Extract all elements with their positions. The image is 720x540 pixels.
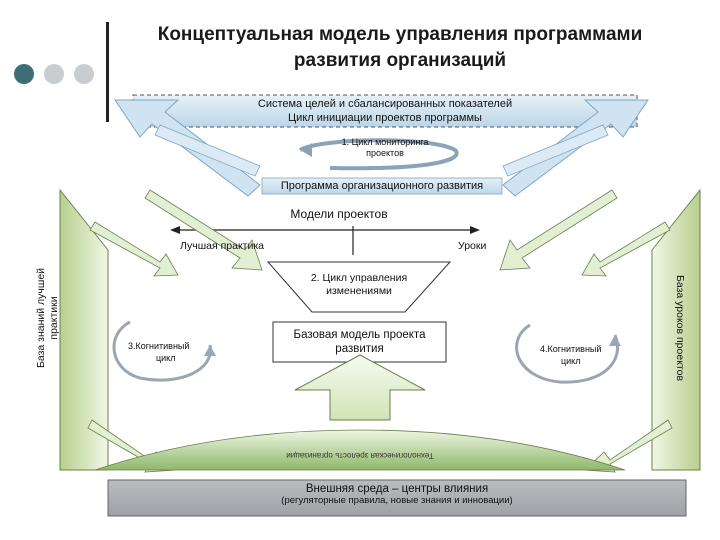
blue-arrow-left-2 xyxy=(154,124,261,177)
program-label: Программа организационного развития xyxy=(280,180,484,192)
monitoring-cycle-arrow xyxy=(298,138,459,171)
green-arrow-mid-left xyxy=(89,221,179,277)
goals-band xyxy=(132,94,638,128)
green-arrow-mid-right xyxy=(581,221,671,277)
environment-bar xyxy=(107,479,687,517)
monitoring-cycle-label: 1. Цикл мониторинга проектов xyxy=(341,137,429,158)
project-models-label: Модели проектов xyxy=(290,207,388,221)
cognitive-cycle-4-arrow xyxy=(515,323,620,384)
decor-dot-light-2 xyxy=(74,64,94,84)
blue-arrow-right-2 xyxy=(502,124,609,177)
change-cycle-trapezoid xyxy=(266,261,452,313)
project-models-box xyxy=(270,205,408,225)
green-arrow-upper-left xyxy=(144,189,263,271)
page-title: Концептуальная модель управления програм… xyxy=(157,24,643,71)
technology-maturity-mound xyxy=(94,429,626,471)
decor-dot-light-1 xyxy=(44,64,64,84)
change-cycle-label: 2. Цикл управления изменениями xyxy=(310,272,408,297)
green-arrow-upper-right xyxy=(499,189,618,271)
up-arrow xyxy=(294,354,426,421)
best-practice-label: Лучшая практика xyxy=(180,240,265,252)
goals-band-text: Система целей и сбалансированных показат… xyxy=(257,98,513,124)
kb-lessons-label: База уроков проектов xyxy=(674,274,686,382)
base-model-label: Базовая модель проекта развития xyxy=(293,329,426,355)
cognitive-cycle-4-label: 4.Когнитивный цикл xyxy=(540,344,602,366)
program-band xyxy=(261,177,503,195)
title-divider xyxy=(106,22,109,122)
tech-maturity-label: Технологическая зрелость организации xyxy=(286,451,434,460)
green-arrow-lower-right xyxy=(584,419,673,473)
environment-label: Внешняя среда – центры влияния (регулято… xyxy=(281,483,513,506)
kb-best-practice-label: База знаний лучшей практики xyxy=(35,267,60,369)
cognitive-cycle-3-label: 3.Когнитивный цикл xyxy=(128,341,190,363)
cognitive-cycle-3-arrow xyxy=(112,320,212,382)
lessons-label: Уроки xyxy=(458,240,487,252)
decor-dot-dark xyxy=(14,64,34,84)
